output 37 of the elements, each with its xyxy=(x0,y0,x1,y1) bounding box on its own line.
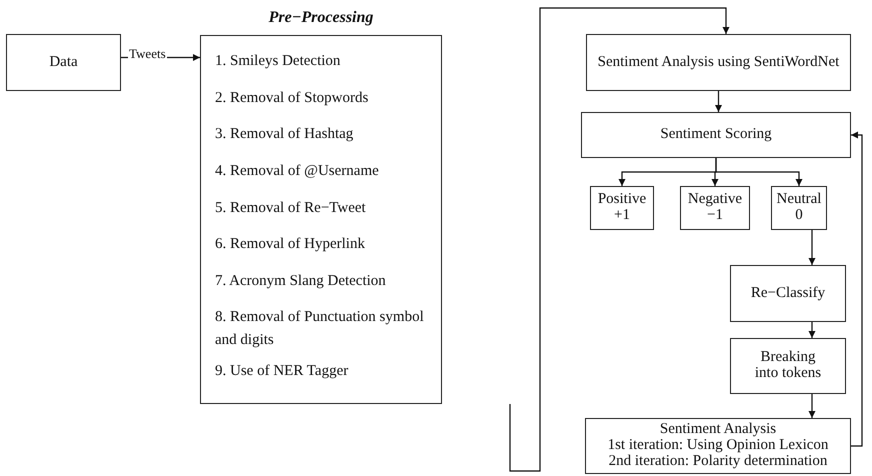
step-text: 2. Removal of Stopwords xyxy=(215,89,370,108)
node-text: Negative −1 xyxy=(686,192,744,224)
node-text: Sentiment Scoring xyxy=(660,127,772,143)
node-text: Positive +1 xyxy=(596,192,648,224)
arrow xyxy=(808,230,816,265)
arrow xyxy=(851,132,863,447)
step-text: 8. Removal of Punctuation symbol and digits xyxy=(215,308,425,350)
node-text: 2nd iteration: Polarity determination xyxy=(608,454,828,470)
result-box xyxy=(771,186,827,230)
arrow xyxy=(509,7,730,472)
process-box xyxy=(6,34,121,91)
step-text: 4. Removal of @Username xyxy=(215,162,380,181)
step-text: 5. Removal of Re−Tweet xyxy=(215,199,367,218)
process-box xyxy=(581,112,851,158)
process-box xyxy=(586,34,851,91)
node-text: 1st iteration: Using Opinion Lexicon xyxy=(608,438,828,454)
process-box xyxy=(730,265,846,322)
node-text: Neutral 0 xyxy=(776,192,822,224)
step-text: 6. Removal of Hyperlink xyxy=(215,235,366,254)
group-heading: Pre−Processing xyxy=(268,10,374,27)
result-box xyxy=(590,186,654,230)
step-text: 3. Removal of Hashtag xyxy=(215,125,354,144)
result-box xyxy=(680,186,750,230)
node-text: Data xyxy=(49,54,78,70)
arrow xyxy=(808,394,816,418)
node-text: Sentiment Analysis using SentiWordNet xyxy=(598,54,840,70)
node-text: Sentiment Analysis xyxy=(660,422,776,438)
arrow xyxy=(715,158,802,186)
arrow xyxy=(715,91,722,112)
step-text: 9. Use of NER Tagger xyxy=(215,362,350,381)
node-text: Re−Classify xyxy=(750,286,826,302)
process-box xyxy=(585,418,851,474)
step-text: 1. Smileys Detection xyxy=(215,52,342,71)
step-text: 7. Acronym Slang Detection xyxy=(215,272,387,291)
process-box xyxy=(730,338,846,394)
node-text: Breaking into tokens xyxy=(754,350,822,382)
arrow xyxy=(808,322,816,338)
